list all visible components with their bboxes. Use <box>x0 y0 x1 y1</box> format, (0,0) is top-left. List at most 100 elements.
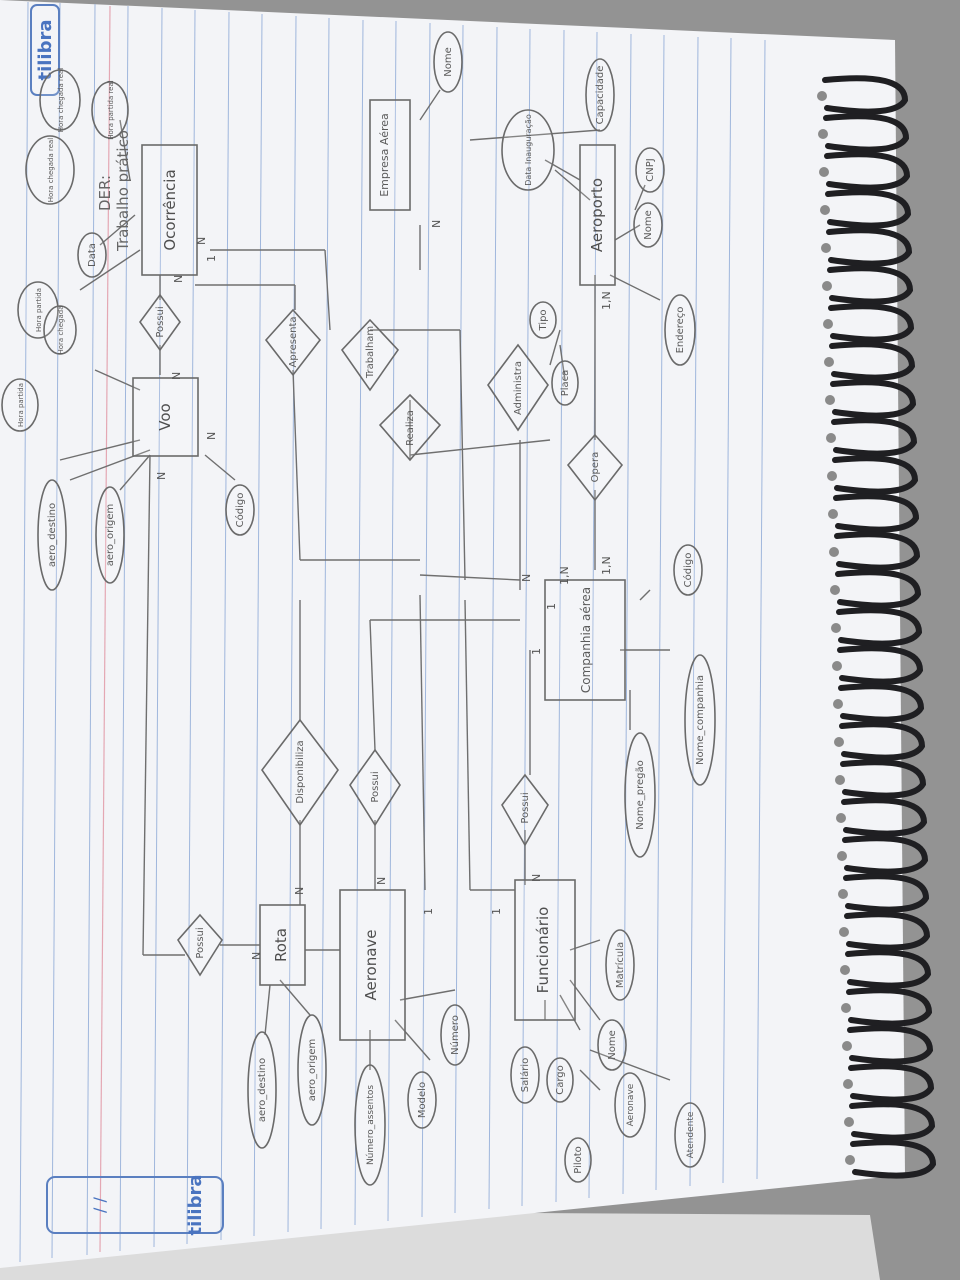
ruled-lines <box>19 1 766 1263</box>
attribute-nome-top: Nome <box>433 31 463 93</box>
cardinality: 1 <box>530 648 543 655</box>
attribute-modelo: Modelo <box>407 1071 437 1129</box>
entity-label: Empresa Aérea <box>378 113 391 197</box>
attribute-label: Salário <box>519 1058 531 1092</box>
attribute-label: Hora chegada real <box>47 138 55 203</box>
attribute-matricula: Matrícula <box>605 929 635 1001</box>
entity-voo: Voo <box>132 377 199 457</box>
attribute-label: Endereço <box>675 307 686 354</box>
entity-empresa-aerea: Empresa Aérea <box>369 99 411 211</box>
attribute-aero-destino-rota: aero_destino <box>247 1031 277 1149</box>
cardinality: 1 <box>205 255 218 262</box>
attribute-placa: Placa <box>551 360 579 406</box>
cardinality: N <box>205 432 218 440</box>
cardinality: N <box>293 887 306 895</box>
attribute-label: Cargo <box>555 1065 566 1095</box>
relationship-possui-aeronave: Possui <box>349 748 401 827</box>
attribute-label: Nome <box>643 210 654 240</box>
attribute-aero-origem-voo: aero_origem <box>95 486 125 584</box>
attribute-label: Hora partida <box>35 288 43 332</box>
attribute-aero-origem-rota: aero_origem <box>297 1014 327 1126</box>
attribute-label: Número_assentos <box>366 1085 376 1165</box>
relationship-disponibiliza: Disponibiliza <box>261 718 339 827</box>
attribute-aero-destino-voo: aero_destino <box>37 479 67 591</box>
attribute-numero-assentos: Número_assentos <box>354 1064 386 1186</box>
attribute-label: Placa <box>560 370 571 397</box>
relationship-label: Possui <box>370 771 381 802</box>
attribute-hora-partida-real: Hora partida real <box>91 80 129 140</box>
attribute-data: Data <box>77 232 107 278</box>
relationship-possui-rota: Possui <box>177 913 223 977</box>
attribute-endereco: Endereço <box>664 294 696 366</box>
cardinality: N <box>195 237 208 245</box>
attribute-label: CNPJ <box>645 158 656 181</box>
entity-aeronave: Aeronave <box>339 889 406 1041</box>
attribute-label: Hora partida <box>17 383 25 427</box>
attribute-label: aero_destino <box>257 1058 268 1122</box>
relationship-possui-funcionario: Possui <box>501 773 549 847</box>
attribute-label: Tipo <box>538 309 549 331</box>
entity-funcionario: Funcionário <box>514 879 576 1021</box>
relationship-label: Possui <box>155 306 166 337</box>
attribute-label: Código <box>682 553 694 588</box>
relationship-label: Opera <box>590 452 601 483</box>
attribute-atendente: Atendente <box>674 1102 706 1168</box>
relationship-label: Possui <box>195 927 206 958</box>
attribute-label: Hora chegada real <box>57 68 65 133</box>
cardinality: 1 <box>545 603 558 610</box>
attribute-hora-partida-3: Hora partida <box>1 378 39 432</box>
attribute-cnpj: CNPJ <box>635 147 665 193</box>
entity-companhia-aerea: Companhia aérea <box>544 579 626 701</box>
cardinality: N <box>155 472 168 480</box>
cardinality: N <box>530 874 543 882</box>
cardinality: N <box>520 574 533 582</box>
entity-label: Ocorrência <box>161 169 179 250</box>
margin-line <box>99 5 111 1253</box>
attribute-label: Nome <box>607 1030 618 1060</box>
brand-logo-top: tilibra <box>30 4 60 96</box>
attribute-group: Nome Capacidade Data Inauguração CNPJ No… <box>1 31 716 1186</box>
attribute-hora-partida-2: Hora partida <box>17 281 59 339</box>
relationship-trabalham: Trabalham <box>340 318 400 392</box>
entity-label: Aeroporto <box>588 178 606 252</box>
attribute-label: Capacidade <box>595 66 606 125</box>
relationship-label: Apresenta <box>288 317 299 368</box>
attribute-salario: Salário <box>510 1046 540 1104</box>
brand-text-bottom: tilibra <box>185 1174 206 1235</box>
entity-ocorrencia: Ocorrência <box>141 144 198 276</box>
entity-rota: Rota <box>259 904 306 986</box>
attribute-label: aero_origem <box>105 504 116 567</box>
cardinality: 1,N <box>600 291 613 310</box>
attribute-hora-chegada-3: Hora chegada <box>43 305 77 355</box>
entity-label: Aeronave <box>362 929 380 1000</box>
attribute-label: Aeronave <box>626 1083 636 1126</box>
relationship-apresenta: Apresenta <box>264 308 322 377</box>
attribute-hora-chegada-real-2: Hora chegada real <box>25 135 75 205</box>
relationship-label: Realiza <box>405 410 416 446</box>
relationship-label: Disponibiliza <box>295 740 306 803</box>
brand-text-top: tilibra <box>35 19 56 80</box>
relationship-possui-ocorrencia: Possui <box>139 293 181 352</box>
entity-label: Funcionário <box>534 907 552 994</box>
cardinality: N <box>172 275 185 283</box>
attribute-label: aero_origem <box>307 1039 318 1102</box>
attribute-label: Nome_pregão <box>635 760 646 829</box>
attribute-aeronave: Aeronave <box>614 1072 646 1138</box>
attribute-label: Hora chegada <box>57 306 65 355</box>
entity-aeroporto: Aeroporto <box>579 144 616 286</box>
attribute-label: Piloto <box>573 1146 584 1174</box>
connector-lines <box>59 89 671 1091</box>
attribute-cargo: Cargo <box>546 1057 574 1103</box>
er-diagram: Ocorrência Voo Aeroporto Empresa Aérea C… <box>1 31 716 1186</box>
relationship-administra: Administra <box>487 343 549 432</box>
cardinality: N <box>430 220 443 228</box>
spiral-binding <box>822 75 937 1179</box>
attribute-hora-chegada-real: Hora chegada real <box>39 68 81 133</box>
relationship-label: Possui <box>520 792 531 823</box>
attribute-piloto: Piloto <box>564 1137 592 1183</box>
page-mark-box: tilibra / / <box>46 1174 224 1236</box>
attribute-label: Código <box>234 493 246 528</box>
cardinality: 1,N <box>558 566 571 585</box>
attribute-nome-companhia: Nome_companhia <box>684 654 716 786</box>
